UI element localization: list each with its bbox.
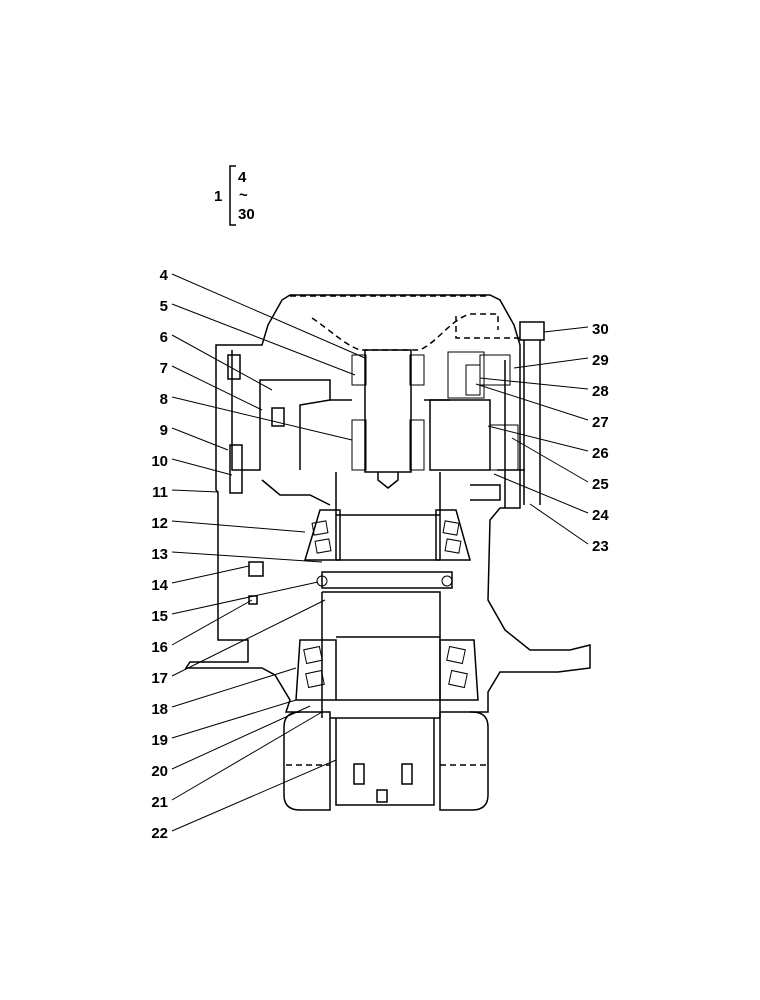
leader-12 (171, 520, 306, 533)
assembly-last-number: 30 (238, 206, 255, 223)
leader-26 (487, 425, 589, 452)
bolt-30 (519, 321, 545, 341)
callout-14: 14 (151, 577, 168, 594)
leader-4 (171, 273, 366, 359)
leader-18 (171, 667, 297, 708)
callout-20: 20 (151, 763, 168, 780)
callout-19: 19 (151, 732, 168, 749)
callout-4: 4 (160, 267, 169, 284)
callout-9: 9 (160, 422, 168, 439)
leader-6 (171, 334, 273, 391)
leader-22 (171, 759, 337, 832)
callout-24: 24 (592, 507, 609, 524)
assembly-bracket (229, 165, 236, 226)
callout-7: 7 (160, 360, 168, 377)
callout-28: 28 (592, 383, 609, 400)
callout-8: 8 (160, 391, 168, 408)
callout-16: 16 (151, 639, 168, 656)
callout-30: 30 (592, 321, 609, 338)
leader-24 (493, 473, 589, 514)
leader-20 (171, 705, 311, 770)
leader-29 (513, 357, 589, 369)
callout-13: 13 (151, 546, 168, 563)
callout-21: 21 (151, 794, 168, 811)
callout-10: 10 (151, 453, 168, 470)
housing-outer (184, 377, 300, 713)
top-cover (215, 294, 521, 377)
leader-9 (171, 427, 229, 451)
leader-10 (171, 458, 233, 476)
output-shaft (321, 591, 441, 718)
pinion-gear (283, 711, 331, 811)
callout-17: 17 (151, 670, 168, 687)
leader-8 (171, 396, 353, 441)
leader-21 (171, 711, 323, 801)
swing-motor-drawing (184, 294, 591, 811)
cover-hidden-dome (311, 313, 499, 351)
assembly-tilde: ~ (239, 187, 248, 204)
leader-lines (171, 273, 589, 832)
leader-15 (171, 581, 319, 615)
callout-12: 12 (151, 515, 168, 532)
leader-19 (171, 699, 297, 739)
planet-carrier (429, 399, 491, 471)
callout-11: 11 (152, 484, 168, 501)
callout-15: 15 (151, 608, 168, 625)
callout-6: 6 (160, 329, 168, 346)
assembly-note: 1 4 ~ 30 (214, 165, 255, 226)
assembly-first-number: 4 (238, 169, 247, 186)
leader-16 (171, 599, 253, 646)
leader-28 (479, 377, 589, 390)
callout-5: 5 (160, 298, 168, 315)
callout-29: 29 (592, 352, 609, 369)
leader-13 (171, 551, 323, 563)
callout-25: 25 (592, 476, 609, 493)
callout-26: 26 (592, 445, 609, 462)
leader-27 (475, 383, 589, 421)
leader-30 (543, 326, 589, 333)
sun-gear-shaft (364, 349, 412, 473)
assembly-parent-number: 1 (214, 188, 222, 205)
leader-23 (529, 503, 589, 545)
leader-11 (171, 489, 219, 493)
callout-23: 23 (592, 538, 609, 555)
leader-7 (171, 365, 263, 411)
leader-14 (171, 565, 250, 584)
callout-18: 18 (151, 701, 168, 718)
leader-17 (171, 599, 326, 677)
callout-labels: 4 5 6 7 8 9 10 11 12 13 14 15 16 17 18 1… (151, 267, 609, 842)
callout-22: 22 (151, 825, 168, 842)
leader-5 (171, 303, 356, 376)
leader-25 (511, 437, 589, 483)
callout-27: 27 (592, 414, 609, 431)
